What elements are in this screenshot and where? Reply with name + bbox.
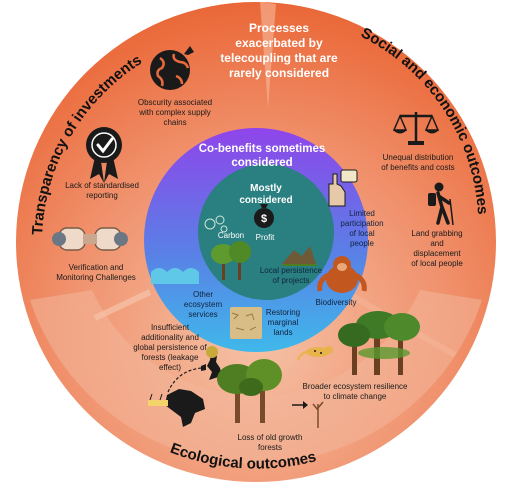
- text-line: reporting: [86, 191, 118, 200]
- text-line: of projects: [273, 276, 310, 285]
- ring-separator-left: [93, 289, 152, 321]
- text-line: Unequal distribution: [383, 153, 454, 162]
- text-line: considered: [231, 157, 292, 169]
- text-line: Co-benefits sometimes: [199, 143, 326, 155]
- middle-title: Co-benefits sometimes considered: [199, 143, 326, 169]
- text-line: of local: [349, 229, 375, 238]
- uk-map-icon: [201, 354, 222, 380]
- text-line: Processes: [249, 21, 309, 35]
- rainforest-icon: [338, 311, 420, 375]
- svg-text:$: $: [261, 213, 267, 225]
- text-line: Limited: [349, 209, 375, 218]
- text-line: Monitoring Challenges: [56, 273, 136, 282]
- scales-icon: [392, 112, 440, 145]
- text-line: Lack of standardised: [65, 181, 139, 190]
- outer-ring-bottom-band: [30, 290, 482, 464]
- brazil-map-icon: [165, 389, 205, 427]
- text-line: lands: [273, 328, 292, 337]
- text-line: marginal: [268, 318, 299, 327]
- water-waves-icon: [151, 268, 199, 284]
- leakage-tree-small: [206, 346, 218, 358]
- hand-icon: [328, 169, 358, 207]
- hiker-icon: [428, 182, 454, 226]
- text-line: exacerbated by: [235, 36, 323, 50]
- text-line: Insufficient: [151, 323, 190, 332]
- text-line: Other: [193, 290, 213, 299]
- orangutan-icon: [317, 256, 367, 293]
- text-line: forests (leakage: [142, 353, 199, 362]
- carbon-label: Carbon: [218, 231, 244, 240]
- text-line: displacement: [413, 249, 461, 258]
- text-line: forests: [258, 443, 282, 452]
- text-line: ecosystem: [184, 300, 223, 309]
- text-line: Obscurity associated: [138, 98, 212, 107]
- text-line: Biodiversity: [316, 298, 357, 307]
- stump-icon: [312, 401, 324, 428]
- biodiversity-label: Biodiversity: [316, 298, 357, 307]
- text-line: Mostly: [250, 183, 282, 194]
- badge-check-icon: [86, 127, 122, 183]
- money-bag-icon: $: [254, 204, 274, 228]
- text-line: Local persistence: [260, 266, 323, 275]
- marginal-land-icon: [230, 307, 262, 339]
- text-line: global persistence of: [133, 343, 207, 352]
- text-line: to climate change: [324, 392, 387, 401]
- profit-label: Profit: [256, 233, 275, 242]
- text-line: Verification and: [69, 263, 124, 272]
- text-line: and: [430, 239, 443, 248]
- hills-icon: [282, 246, 316, 266]
- text-line: people: [350, 239, 375, 248]
- text-line: Broader ecosystem resilience: [303, 382, 408, 391]
- binoculars-icon: [52, 227, 128, 251]
- text-line: considered: [239, 195, 292, 206]
- cleared-land-icon: [148, 393, 168, 406]
- ring-separator-top: [260, 2, 276, 108]
- text-line: Land grabbing: [411, 229, 462, 238]
- text-line: services: [188, 310, 217, 319]
- text-line: rarely considered: [229, 66, 329, 80]
- text-line: chains: [163, 118, 186, 127]
- text-line: of benefits and costs: [381, 163, 454, 172]
- globe-icon: [150, 46, 194, 90]
- leakage-arrow: [167, 367, 203, 393]
- old-growth-trees-icon: [217, 359, 282, 423]
- text-line: Restoring: [266, 308, 300, 317]
- text-line: telecoupling that are: [220, 51, 338, 65]
- text-line: with complex supply: [138, 108, 211, 117]
- text-line: effect): [159, 363, 181, 372]
- text-line: of local people: [411, 259, 463, 268]
- leopard-icon: [297, 346, 333, 361]
- text-line: participation: [340, 219, 383, 228]
- text-line: Loss of old growth: [238, 433, 303, 442]
- text-line: additionality and: [141, 333, 199, 342]
- trees-icon: [211, 241, 251, 280]
- carbon-bubbles-icon: [204, 215, 228, 233]
